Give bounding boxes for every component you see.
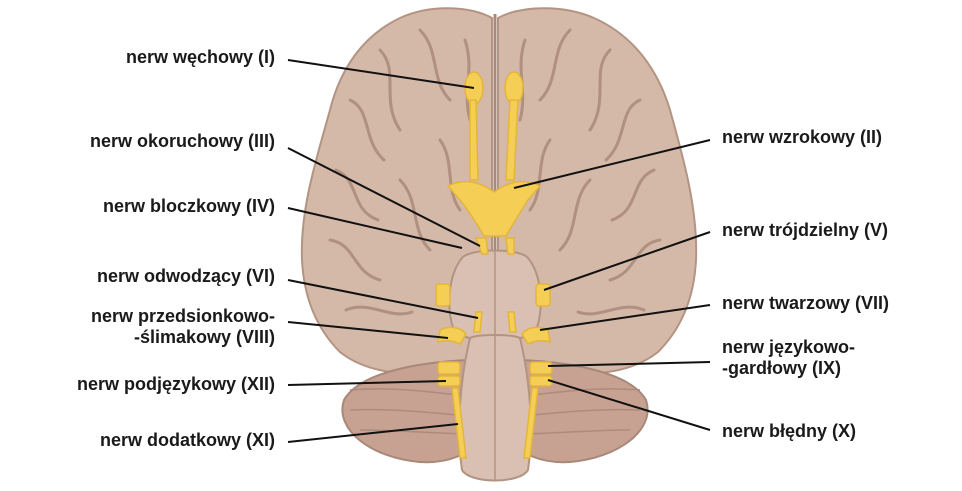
olfactory-bulb-right [504, 71, 524, 105]
leader-accessory [287, 423, 459, 443]
label-vestibulocochlear-nerve: nerw przedsionkowo- -ślimakowy (VIII) [90, 306, 275, 347]
label-abducens-nerve: nerw odwodzący (VI) [96, 266, 275, 286]
olfactory-tract-left [469, 99, 479, 181]
label-glossopharyngeal-nerve: nerw językowo- -gardłowy (IX) [722, 337, 856, 378]
oculomotor-nerve [474, 237, 515, 255]
gyri-folds [328, 28, 662, 316]
leader-optic [513, 139, 711, 189]
cerebrum [300, 7, 698, 375]
leader-abducens [287, 279, 479, 319]
label-trigeminal-nerve: nerw trójdzielny (V) [722, 220, 889, 240]
leader-trigeminal [543, 231, 711, 291]
leader-hypoglossal [287, 380, 447, 386]
leader-oculomotor [287, 147, 481, 247]
facial-right [521, 326, 551, 345]
label-facial-nerve: nerw twarzowy (VII) [722, 293, 890, 313]
abducens-nerve [473, 311, 517, 333]
label-oculomotor-nerve: nerw okoruchowy (III) [89, 131, 275, 151]
trigeminal-right [535, 283, 551, 307]
label-hypoglossal-nerve: nerw podjęzykowy (XII) [76, 374, 275, 394]
accessory-left [451, 387, 467, 459]
label-optic-nerve: nerw wzrokowy (II) [722, 127, 883, 147]
accessory-right [523, 387, 539, 459]
label-olfactory-nerve: nerw węchowy (I) [125, 47, 275, 67]
leader-vestibulocochlear [287, 321, 449, 339]
leader-vagus [547, 379, 711, 431]
optic-chiasm [446, 180, 542, 237]
leader-olfactory [287, 59, 475, 89]
leader-trochlear [287, 207, 463, 249]
label-vagus-nerve: nerw błędny (X) [722, 421, 857, 441]
trigeminal-left [435, 283, 451, 307]
label-trochlear-nerve: nerw bloczkowy (IV) [102, 196, 275, 216]
leader-lines [287, 59, 711, 443]
leader-glossopharyngeal [547, 361, 711, 367]
facial-left [437, 326, 467, 345]
vagus-right [529, 361, 553, 375]
label-accessory-nerve: nerw dodatkowy (XI) [99, 430, 275, 450]
nerves [435, 71, 553, 459]
right-hemisphere [497, 7, 698, 375]
leader-facial [539, 304, 711, 331]
olfactory-tract-right [505, 99, 519, 181]
vagus-left [437, 361, 461, 375]
